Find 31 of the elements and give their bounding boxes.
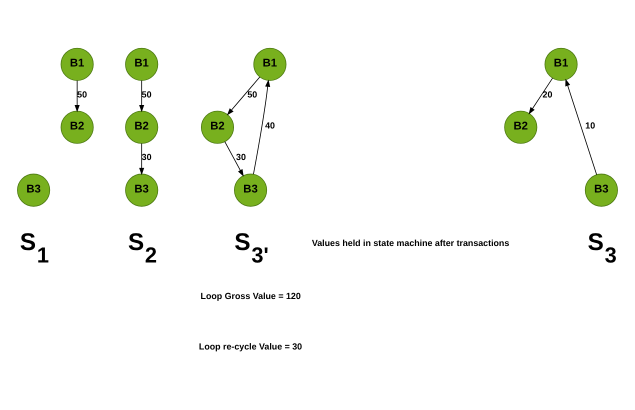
label: Values held in state machine after transactions (312, 238, 510, 248)
arrow (139, 80, 144, 112)
edge-label: 40 (265, 120, 275, 130)
edge-label: 50 (142, 88, 152, 99)
edge-label: 20 (542, 88, 552, 99)
node-circle: B3 (125, 173, 158, 206)
edge-label: 10 (585, 120, 596, 130)
edge-label: 50 (77, 88, 88, 99)
arrow (253, 79, 270, 174)
node-circle: B1 (60, 47, 94, 80)
node-circle: B2 (200, 110, 234, 144)
node-circle: B3 (234, 173, 268, 206)
node-circle: B1 (253, 47, 286, 80)
arrow (224, 140, 244, 176)
node-circle: B2 (60, 110, 94, 144)
node-circle: B3 (584, 173, 618, 206)
edge-label: 30 (236, 152, 246, 162)
label: Loop re-cycle Value = 30 (198, 341, 302, 352)
arrow (226, 76, 260, 115)
node-circle: B1 (125, 47, 158, 80)
edge-label: 30 (142, 152, 152, 162)
edge-label: 50 (247, 88, 258, 99)
arrow (139, 142, 144, 175)
arrow (565, 78, 598, 175)
node-circle: B2 (504, 110, 538, 144)
arrow (74, 80, 80, 112)
node-circle: B2 (125, 110, 158, 144)
label: Loop Gross Value = 120 (200, 290, 301, 300)
node-circle: B3 (17, 173, 50, 206)
node-circle: B1 (544, 47, 578, 80)
arrow (528, 77, 553, 114)
